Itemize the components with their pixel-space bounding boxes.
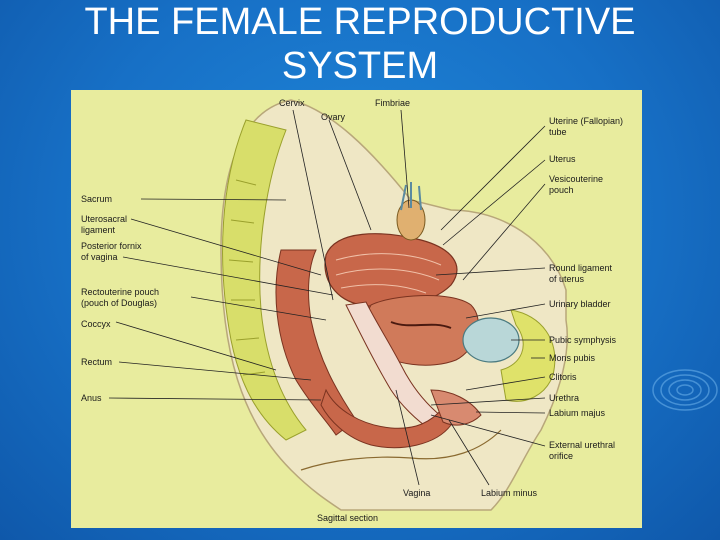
label-anus: Anus <box>81 393 102 403</box>
label-mons-pubis: Mons pubis <box>549 353 596 363</box>
slide-title-line-2: SYSTEM <box>281 45 439 87</box>
ripple-decoration-icon <box>652 369 718 411</box>
anatomy-illustration: Cervix Ovary Fimbriae Uterine (Fallopian… <box>81 98 623 523</box>
label-uterus: Uterus <box>549 154 576 164</box>
label-pubic-symphysis: Pubic symphysis <box>549 335 617 345</box>
label-rectouterine-1: Rectouterine pouch <box>81 287 159 297</box>
label-vagina: Vagina <box>403 488 430 498</box>
label-round-ligament-1: Round ligament <box>549 263 613 273</box>
bladder-folds <box>390 321 452 329</box>
label-labium-majus: Labium majus <box>549 408 606 418</box>
label-labium-minus: Labium minus <box>481 488 538 498</box>
label-uterosacral-1: Uterosacral <box>81 214 127 224</box>
label-rectum: Rectum <box>81 357 112 367</box>
anatomy-figure: Cervix Ovary Fimbriae Uterine (Fallopian… <box>71 90 642 528</box>
label-external-orifice-2: orifice <box>549 451 573 461</box>
lower-contour <box>300 429 502 471</box>
label-coccyx: Coccyx <box>81 319 111 329</box>
label-urinary-bladder: Urinary bladder <box>549 299 611 309</box>
uterus-lines <box>335 253 442 294</box>
slide-title: THE FEMALE REPRODUCTIVE SYSTEM <box>0 0 720 88</box>
pubic-symphysis-shape <box>462 317 520 363</box>
label-ovary: Ovary <box>321 112 346 122</box>
uterus-shape <box>324 233 458 308</box>
label-clitoris: Clitoris <box>549 372 577 382</box>
slide-title-line-1: THE FEMALE REPRODUCTIVE <box>84 1 636 43</box>
label-sacrum: Sacrum <box>81 194 112 204</box>
label-fimbriae: Fimbriae <box>375 98 410 108</box>
label-uterine-tube-1: Uterine (Fallopian) <box>549 116 623 126</box>
label-posterior-fornix-2: of vagina <box>81 252 118 262</box>
figure-caption: Sagittal section <box>317 513 378 523</box>
label-cervix: Cervix <box>279 98 305 108</box>
sacrum-stripes <box>228 179 266 376</box>
label-uterine-tube-2: tube <box>549 127 567 137</box>
fimbriae-shape <box>400 182 422 211</box>
leader-lines <box>108 109 546 486</box>
label-vesicouterine-1: Vesicouterine <box>549 174 603 184</box>
labia-shape <box>430 389 482 426</box>
label-urethra: Urethra <box>549 393 579 403</box>
mons-pubis-shape <box>500 309 556 402</box>
label-vesicouterine-2: pouch <box>549 185 574 195</box>
label-uterosacral-2: ligament <box>81 225 116 235</box>
label-posterior-fornix-1: Posterior fornix <box>81 241 142 251</box>
label-round-ligament-2: of uterus <box>549 274 585 284</box>
label-rectouterine-2: (pouch of Douglas) <box>81 298 157 308</box>
label-external-orifice-1: External urethral <box>549 440 615 450</box>
